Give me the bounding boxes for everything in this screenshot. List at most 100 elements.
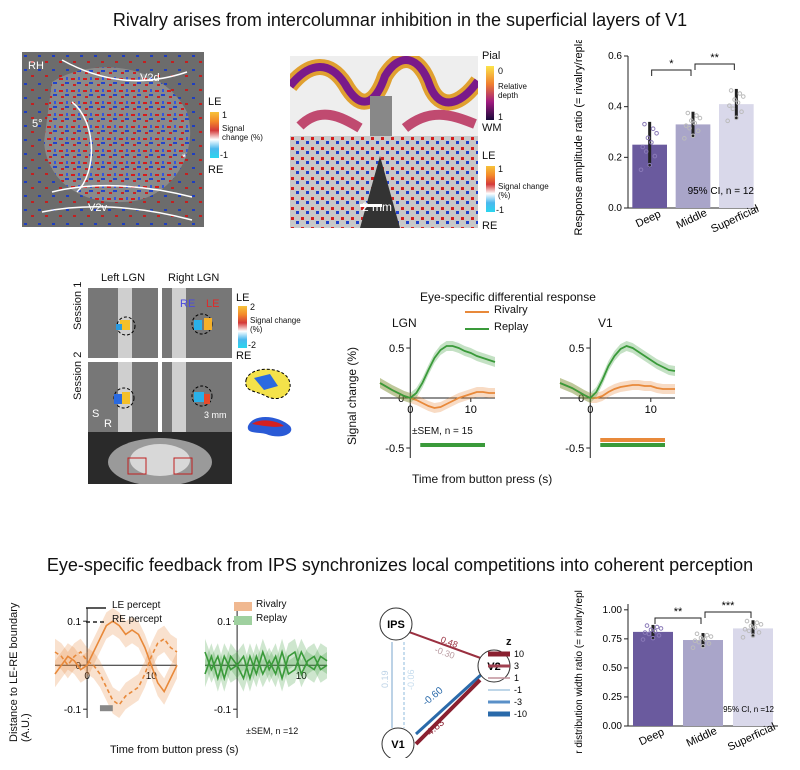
y-tick-label: 0.25 [603, 692, 623, 703]
significance-marker: ** [710, 52, 719, 64]
data-point [642, 630, 648, 635]
data-point [746, 628, 752, 634]
y-tick-label: 0.4 [608, 102, 622, 113]
legend-le-swatch [86, 607, 106, 609]
data-point [652, 153, 658, 159]
y-tick-label: -0.5 [565, 443, 584, 455]
weight-v1-v2: -0.60 [421, 685, 446, 708]
flatmap-cb-top: LE [208, 96, 222, 108]
x-tick-label: 0 [84, 671, 90, 682]
data-point [708, 634, 714, 639]
data-point [750, 633, 756, 639]
sem-band [205, 638, 327, 692]
data-point [704, 632, 710, 638]
data-point [706, 641, 712, 646]
ips-node [379, 607, 413, 641]
session1-label: Session 1 [72, 281, 84, 330]
z-legend-value: 1 [514, 673, 519, 683]
ts-legend-rivalry: Rivalry [494, 304, 528, 316]
data-point [683, 123, 689, 128]
flatmap-image [22, 52, 204, 227]
data-point [744, 618, 750, 624]
data-point [650, 126, 656, 132]
v2v-label: V2v [88, 202, 107, 214]
data-point [694, 631, 700, 637]
data-point [654, 624, 660, 630]
series-line [54, 620, 178, 694]
y-tick-label: 0.50 [603, 663, 623, 674]
legend-le-percept: LE percept [112, 600, 161, 611]
legend-rivalry: Rivalry [256, 599, 287, 610]
y-tick-label: -0.1 [214, 705, 232, 716]
y-tick-label: 0.5 [389, 343, 404, 355]
significance-bar [99, 705, 113, 712]
flatmap-cb-title: Signal change (%) [222, 124, 263, 142]
v1-label: V1 [391, 739, 404, 751]
ts-v1-title: V1 [598, 316, 613, 330]
flatmap-cb-max: 1 [222, 110, 228, 120]
sem-band [55, 625, 177, 718]
y-axis-label: Response amplitude ratio (= rivalry/repl… [573, 40, 585, 235]
annotation: 95% CI, n =12 [723, 705, 774, 714]
right-lgn-session1-image [162, 288, 232, 358]
depth-signal-colorbar [486, 166, 495, 212]
lgn-cb-max: 2 [250, 302, 256, 312]
depth-cb-title: Signal change (%) [498, 182, 549, 200]
z-legend-value: 3 [514, 661, 519, 671]
re-label: RE [180, 298, 196, 310]
data-point [690, 133, 696, 139]
coronal-overview-image [88, 432, 232, 486]
significance-bracket [704, 611, 752, 618]
session2-label: Session 2 [72, 351, 84, 400]
y-tick-label: -0.1 [64, 705, 82, 716]
x-tick-label: Deep [634, 208, 663, 230]
y-tick-label: 0.2 [608, 152, 622, 163]
lgn-cb-title: Signal change (%) [250, 316, 301, 334]
data-point [685, 110, 691, 116]
significance-bar-replay [600, 443, 665, 447]
v1-node [381, 727, 415, 758]
wm-label: WM [482, 122, 502, 134]
x-tick-label: 10 [645, 404, 657, 416]
lgn-colorbar [238, 306, 247, 348]
weight-v2-v1: 4.83 [425, 717, 447, 738]
data-point [648, 627, 654, 633]
data-point [742, 626, 748, 632]
series-line [204, 649, 328, 682]
flatmap-colorbar [210, 112, 219, 158]
ts-legend-replay-swatch [465, 328, 489, 330]
data-point [652, 628, 658, 634]
data-point [638, 167, 644, 173]
data-point [650, 635, 656, 641]
depth-map-image [290, 56, 478, 136]
data-point [642, 121, 647, 127]
data-point [654, 130, 659, 136]
orient-s: S [92, 408, 100, 420]
y-tick-label: 0.6 [608, 51, 622, 62]
flatmap-cb-min: -1 [220, 150, 229, 160]
significance-bracket [654, 617, 702, 624]
y-tick-label: 0.1 [217, 617, 231, 628]
lgn-cb-top: LE [236, 292, 250, 304]
depth-title: Relative depth [498, 82, 527, 100]
data-point [748, 623, 754, 629]
ts-legend-replay: Replay [494, 321, 529, 333]
bottom-title: Eye-specific feedback from IPS synchroni… [46, 555, 754, 575]
ts-ylabel: Signal change (%) [345, 346, 359, 445]
network-diagram: IPS V2 V1 0.48 -0.30 0.19 -0.06 -0.60 4.… [379, 607, 511, 758]
bar-middle [683, 640, 723, 726]
data-point [730, 106, 736, 111]
hemisphere-label: RH [28, 60, 44, 72]
data-point [696, 639, 702, 645]
ts-lgn-title: LGN [392, 316, 417, 330]
x-tick-label: Middle [685, 725, 719, 750]
bottom-xlabel: Time from button press (s) [110, 744, 239, 756]
ts-legend-rivalry-swatch [465, 311, 489, 313]
pial-label: Pial [482, 50, 501, 62]
flatmap-cb-bottom: RE [208, 164, 224, 176]
weight-v1-ips: -0.06 [406, 669, 416, 690]
